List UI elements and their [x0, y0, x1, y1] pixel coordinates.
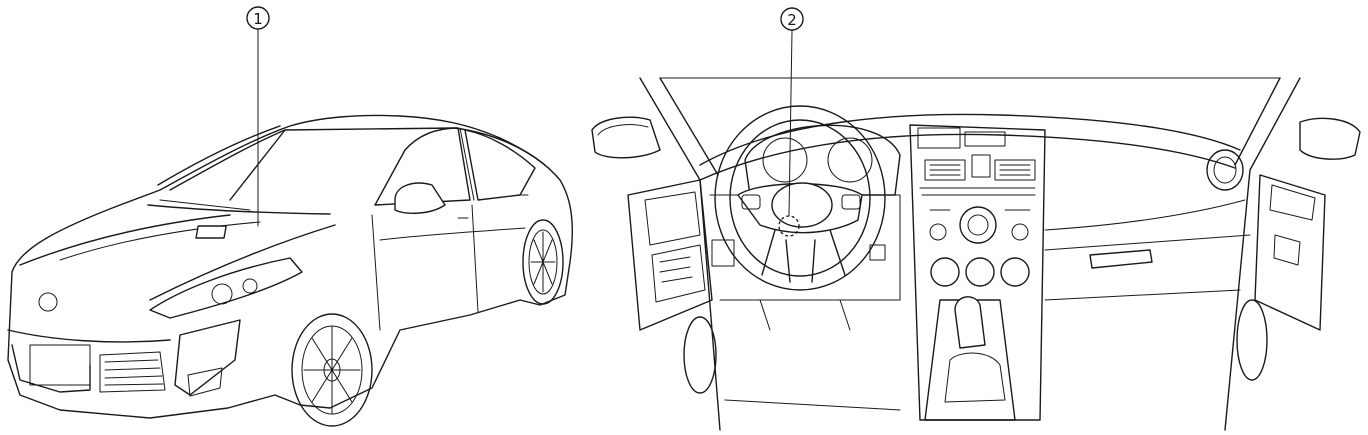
steering-wheel — [714, 105, 886, 291]
callout-label-1: 1 — [253, 10, 263, 28]
car-interior-illustration: 2 — [591, 7, 1361, 431]
car-exterior-illustration: 1 — [7, 6, 574, 427]
callout-leader-2 — [788, 30, 793, 217]
callout-circle-1 — [246, 6, 270, 30]
callout-label-2: 2 — [787, 11, 797, 29]
sensor-marker — [195, 225, 227, 239]
callout-circle-2 — [780, 7, 804, 31]
